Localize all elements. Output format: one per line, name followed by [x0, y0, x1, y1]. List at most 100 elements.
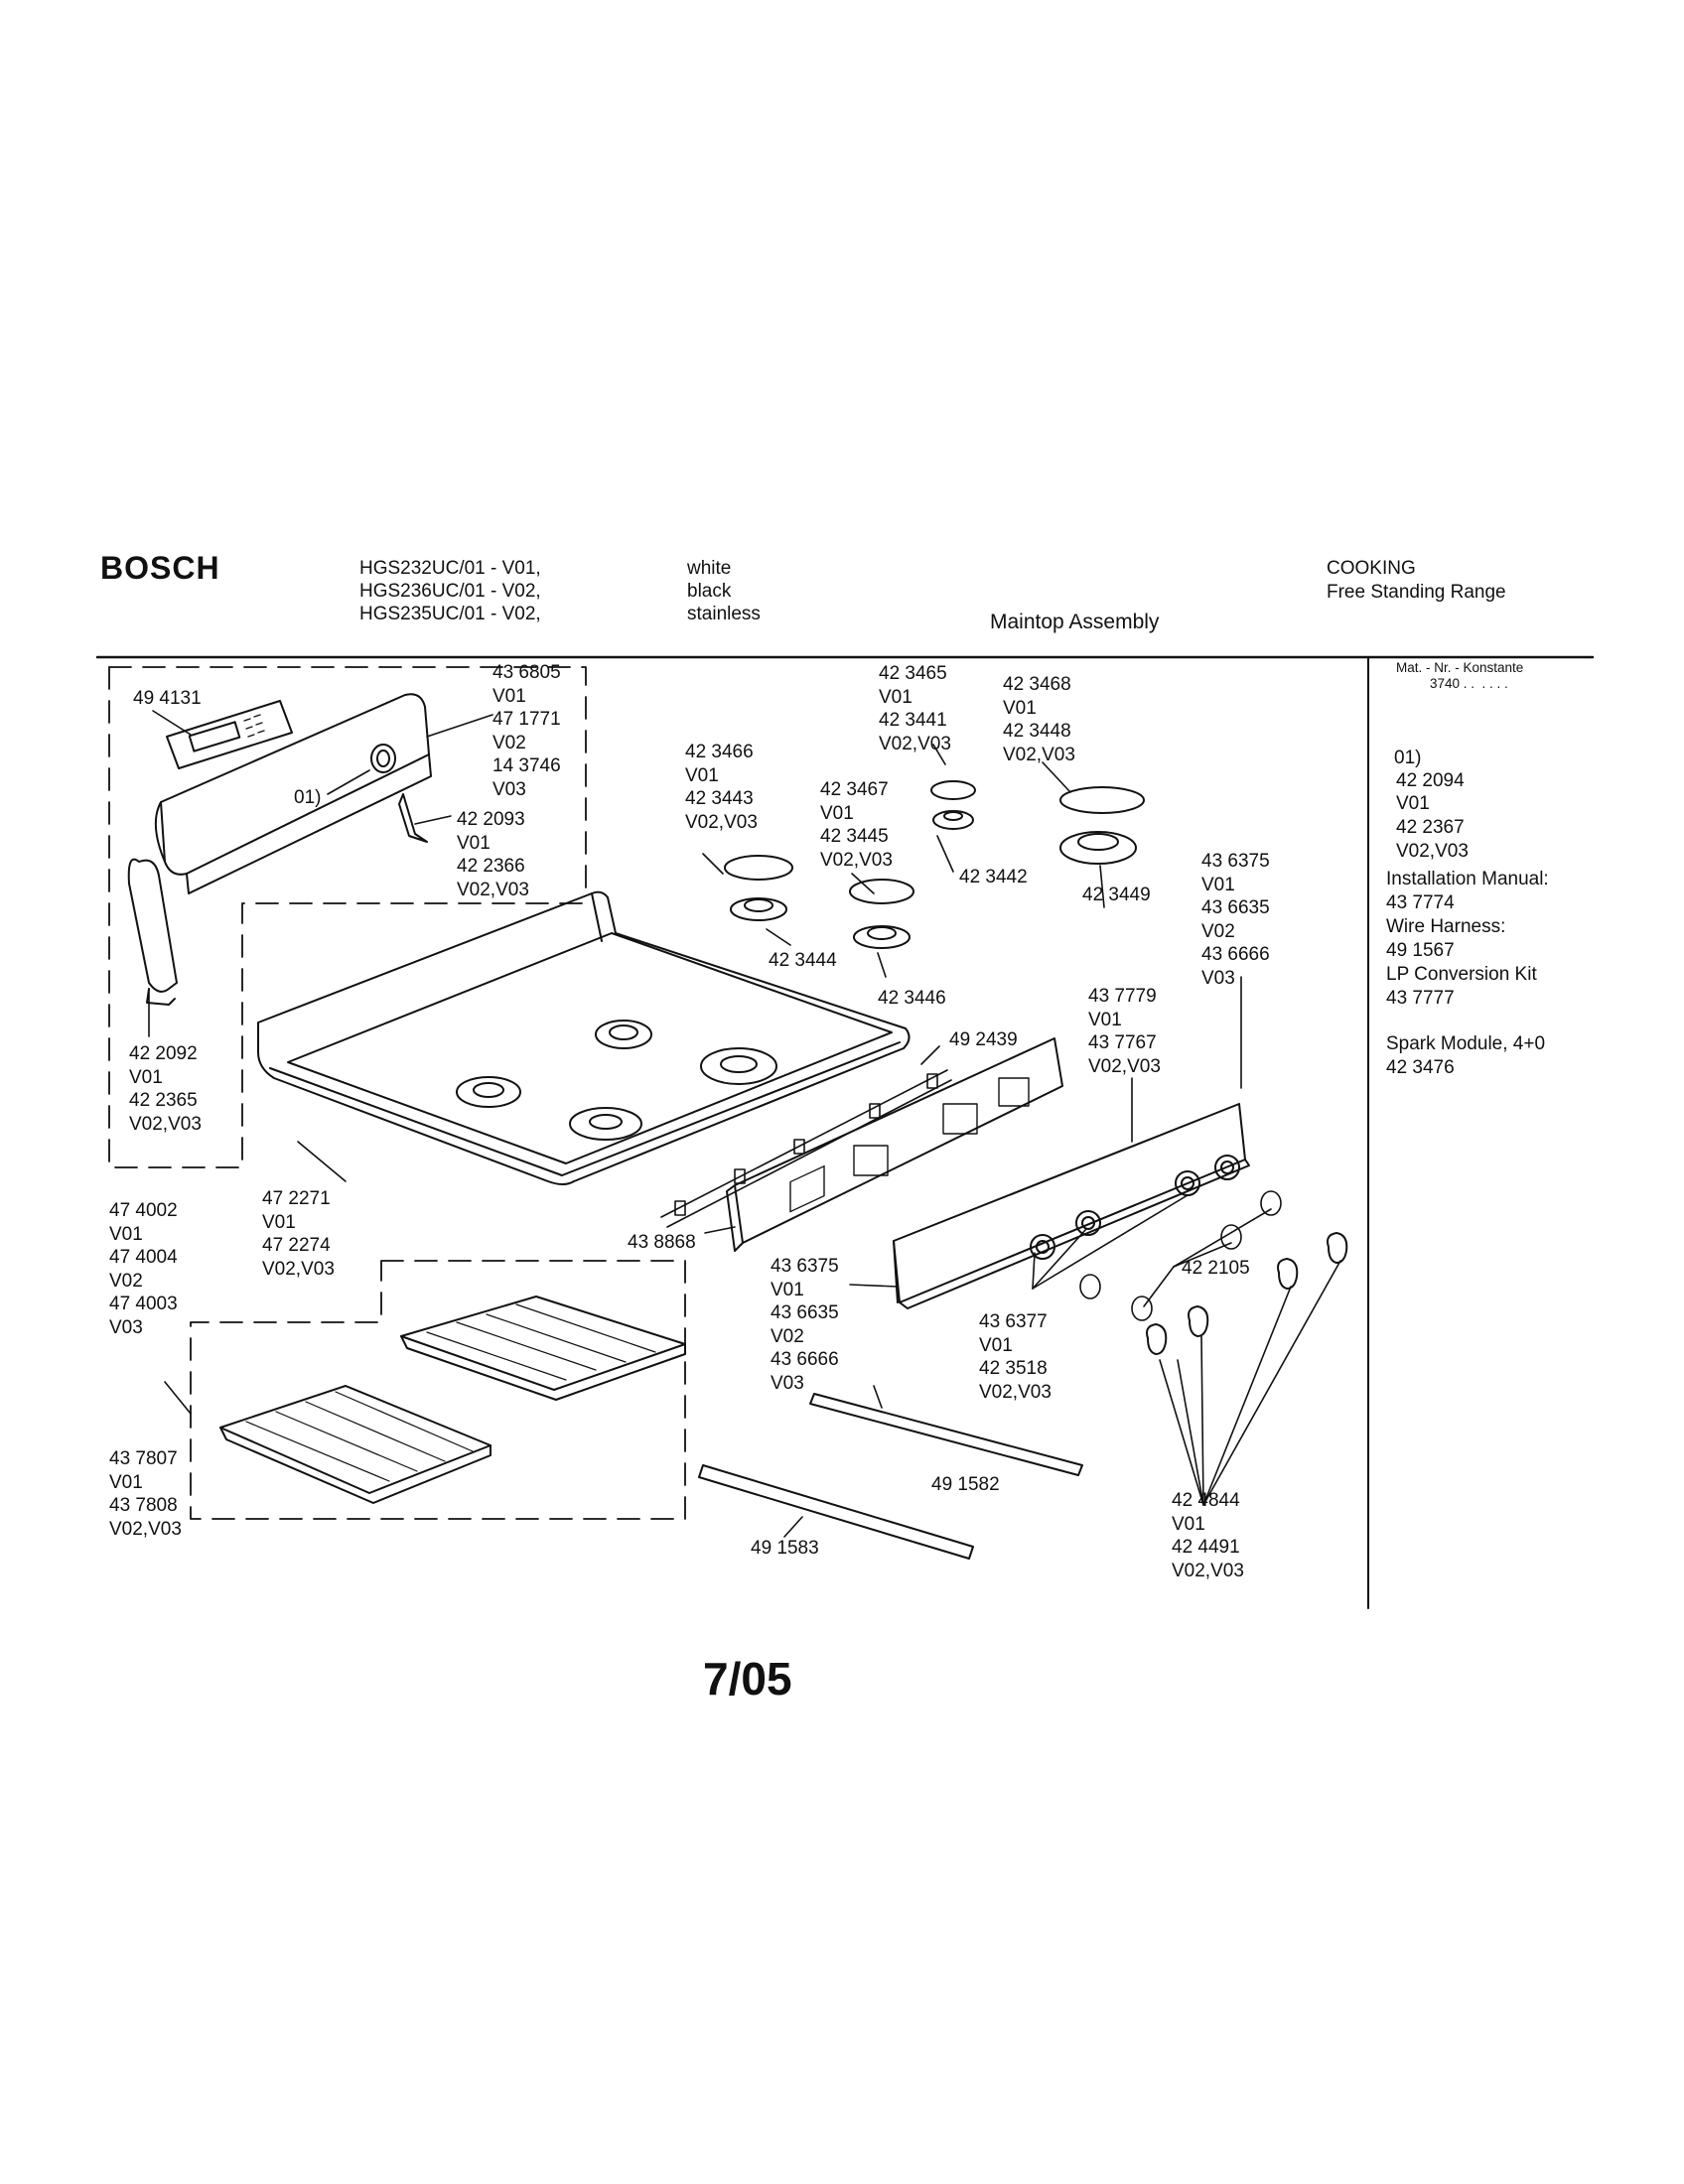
callout-c474002-line-1: V01 [109, 1223, 143, 1245]
callout-c437807-line-3: V02,V03 [109, 1518, 182, 1540]
date-code: 7/05 [703, 1653, 792, 1705]
mat-nr-label: Mat. - Nr. - Konstante [1396, 660, 1524, 675]
callout-c436805-line-1: V01 [492, 685, 526, 707]
callout-c423446-line-0: 42 3446 [878, 988, 946, 1009]
display-board-drawing [166, 700, 293, 769]
side-note-line-4: V02,V03 [1396, 841, 1469, 862]
control-knobs-drawing [1146, 1232, 1348, 1355]
callout-c424844-line-1: V01 [1172, 1513, 1205, 1535]
callout-c423449-line-0: 42 3449 [1082, 885, 1151, 905]
brand-logo: BOSCH [100, 550, 220, 586]
callout-c436375a-line-1: V01 [1201, 874, 1235, 895]
callout-c437779-line-0: 43 7779 [1088, 986, 1157, 1007]
maintop-burners [456, 1020, 777, 1141]
callout-c422105-line-0: 42 2105 [1182, 1258, 1250, 1279]
callout-c424844-line-0: 42 4844 [1172, 1490, 1240, 1511]
callout-c472271-line-3: V02,V03 [262, 1258, 335, 1280]
callout-c436375b-line-0: 43 6375 [771, 1256, 839, 1277]
callout-c437779-line-2: 43 7767 [1088, 1032, 1157, 1053]
callout-c436805-line-0: 43 6805 [492, 662, 561, 683]
callout-c423467-line-1: V01 [820, 802, 854, 824]
color-1: white [687, 558, 732, 579]
panel-end-cap-drawing [127, 858, 178, 1006]
callout-c491583-line-0: 49 1583 [751, 1538, 819, 1559]
side-note-line-0: 01) [1394, 748, 1422, 768]
side-note-line-8: 49 1567 [1386, 940, 1455, 961]
burner-cap-parts-drawing [724, 780, 1145, 949]
side-note-line-7: Wire Harness: [1386, 916, 1506, 937]
callout-c436375b-line-2: 43 6635 [771, 1302, 839, 1323]
callout-c436375b-line-5: V03 [771, 1372, 804, 1394]
callout-c423467-line-0: 42 3467 [820, 779, 889, 800]
callout-c438868-line-0: 43 8868 [628, 1232, 696, 1253]
callout-c436377-line-1: V01 [979, 1334, 1013, 1356]
callout-c472271-line-2: 47 2274 [262, 1235, 331, 1256]
control-panel-group-box [108, 666, 587, 1168]
callout-c423468-line-3: V02,V03 [1003, 744, 1075, 765]
callout-c422093-line-1: V01 [457, 832, 491, 854]
callout-c436375a-line-3: V02 [1201, 920, 1235, 942]
callout-c494131-line-0: 49 4131 [133, 688, 202, 709]
grate-rear-drawing [400, 1296, 686, 1401]
callout-c436375a-line-2: 43 6635 [1201, 897, 1270, 918]
callout-c436375a-line-4: 43 6666 [1201, 944, 1270, 965]
callout-c422092-line-3: V02,V03 [129, 1113, 202, 1135]
callout-c423465-line-1: V01 [879, 686, 912, 708]
callout-c423468-line-0: 42 3468 [1003, 674, 1071, 695]
callout-c423465-line-2: 42 3441 [879, 710, 947, 731]
callout-c436805-line-3: V02 [492, 732, 526, 753]
category: COOKING [1327, 558, 1416, 579]
callout-c436805-line-5: V03 [492, 778, 526, 800]
callout-c474002-line-5: V03 [109, 1316, 143, 1338]
rail-49-1583-drawing [698, 1464, 974, 1560]
callout-c423465-line-0: 42 3465 [879, 663, 947, 684]
callout-c472271-line-1: V01 [262, 1211, 296, 1233]
side-note-line-2: V01 [1396, 793, 1430, 814]
color-2: black [687, 581, 732, 602]
callout-c423466-line-3: V02,V03 [685, 811, 758, 833]
callout-c436375b-line-3: V02 [771, 1325, 804, 1347]
grate-front-drawing [219, 1385, 491, 1504]
callout-c437807-line-1: V01 [109, 1471, 143, 1493]
callout-c492439-line-0: 49 2439 [949, 1029, 1018, 1050]
callout-c423467-line-2: 42 3445 [820, 826, 889, 847]
valve-stems-drawing [1079, 1190, 1282, 1321]
callout-c436375b-line-4: 43 6666 [771, 1349, 839, 1370]
grate-group-box [190, 1260, 686, 1520]
leader-lines [148, 710, 1341, 1538]
manifold-bracket-drawing [726, 1037, 1063, 1252]
callout-c424844-line-2: 42 4491 [1172, 1537, 1240, 1558]
model-2: HGS236UC/01 - V02, [359, 581, 541, 602]
assembly-title: Maintop Assembly [990, 611, 1160, 633]
control-panel-drawing [154, 693, 432, 894]
callout-c422092-line-2: 42 2365 [129, 1090, 198, 1111]
callout-c436377-line-0: 43 6377 [979, 1311, 1048, 1332]
callout-c437779-line-1: V01 [1088, 1009, 1122, 1030]
panel-bracket-right-drawing [398, 793, 428, 843]
callout-c474002-line-3: V02 [109, 1270, 143, 1292]
callout-c436377-line-3: V02,V03 [979, 1381, 1052, 1403]
callout-c422093-line-0: 42 2093 [457, 809, 525, 830]
callout-c423465-line-3: V02,V03 [879, 733, 951, 754]
callout-c423466-line-1: V01 [685, 764, 719, 786]
rail-49-1582-drawing [809, 1393, 1083, 1476]
side-note-line-12: Spark Module, 4+0 [1386, 1033, 1546, 1054]
callout-c474002-line-0: 47 4002 [109, 1200, 178, 1221]
callout-c423444-line-0: 42 3444 [769, 950, 837, 971]
model-1: HGS232UC/01 - V01, [359, 558, 541, 579]
side-note-line-13: 42 3476 [1386, 1057, 1455, 1078]
callout-c436375b-line-1: V01 [771, 1279, 804, 1300]
mat-nr-value: 3740 . . . . . . [1430, 676, 1508, 691]
callout-c422092-line-0: 42 2092 [129, 1043, 198, 1064]
callout-c423466-line-0: 42 3466 [685, 742, 754, 762]
callout-c423442-line-0: 42 3442 [959, 867, 1028, 887]
side-note-line-1: 42 2094 [1396, 770, 1465, 791]
callout-c491582-line-0: 49 1582 [931, 1474, 1000, 1495]
callout-c422093-line-2: 42 2366 [457, 856, 525, 877]
side-note-line-10: 43 7777 [1386, 988, 1455, 1009]
maintop-drawing [257, 890, 911, 1185]
wire-harness-drawing [660, 1069, 952, 1228]
callout-c474002-line-4: 47 4003 [109, 1294, 178, 1314]
